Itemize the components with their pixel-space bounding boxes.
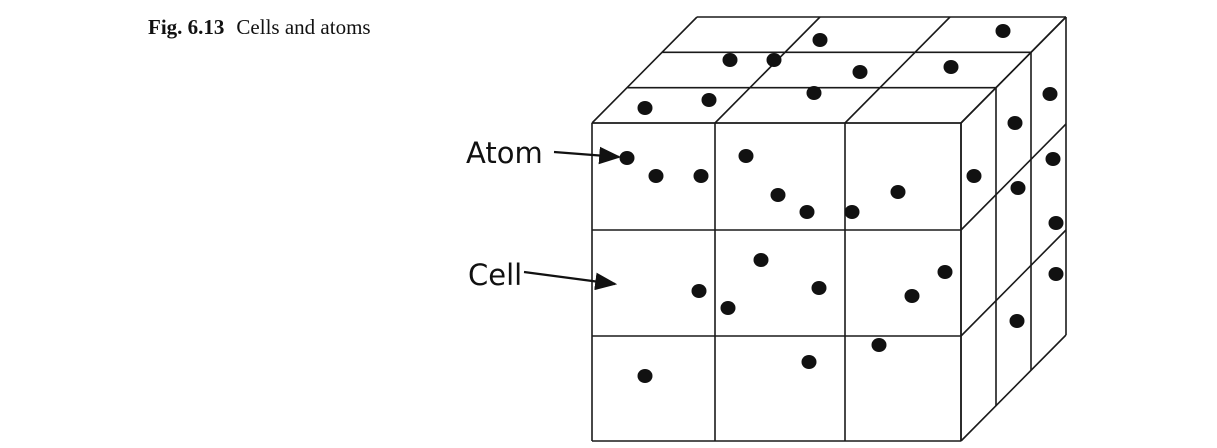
atom-dot [722, 53, 738, 67]
atom-dot [637, 101, 653, 115]
atom-dot [766, 53, 782, 67]
atom-dot [693, 169, 709, 183]
atom-dot [1048, 267, 1064, 281]
cell-arrow [523, 270, 618, 291]
atom-dot [1048, 216, 1064, 230]
atom-dot [648, 169, 664, 183]
atom-arrow [553, 146, 622, 165]
atom-dot [890, 185, 906, 199]
atom-label: Atom [466, 136, 543, 170]
cube-grid [591, 16, 1067, 442]
atom-dot [812, 33, 828, 47]
atom-dot [1010, 181, 1026, 195]
atom-dot [937, 265, 953, 279]
atom-dot [701, 93, 717, 107]
atom-dot [691, 284, 707, 298]
atom-dot [966, 169, 982, 183]
top-receding-line [591, 16, 698, 124]
side-receding-line [960, 123, 1067, 231]
side-receding-line [960, 334, 1067, 442]
atom-dot [995, 24, 1011, 38]
atom-dot [801, 355, 817, 369]
side-receding-line [960, 229, 1067, 337]
atom-dot [871, 338, 887, 352]
atom-dot [799, 205, 815, 219]
atom-dot [720, 301, 736, 315]
atom-dot [844, 205, 860, 219]
cell-label: Cell [468, 258, 522, 292]
figure-title: Cells and atoms [236, 15, 371, 39]
atom-dot [811, 281, 827, 295]
atom-dot [1042, 87, 1058, 101]
atom-dot [904, 289, 920, 303]
atom-dot [1045, 152, 1061, 166]
atom-dot [943, 60, 959, 74]
atom-dot [1007, 116, 1023, 130]
atom-dot [770, 188, 786, 202]
figure-number: Fig. 6.13 [148, 15, 225, 39]
atom-dot [806, 86, 822, 100]
top-receding-line [714, 16, 821, 124]
atom-dot [753, 253, 769, 267]
side-receding-line [960, 16, 1067, 124]
atoms-group [619, 24, 1064, 383]
atom-dot [637, 369, 653, 383]
atom-dot [619, 151, 635, 165]
atom-dot [852, 65, 868, 79]
figure-caption: Fig. 6.13 Cells and atoms [148, 14, 371, 40]
atom-dot [738, 149, 754, 163]
top-receding-line [844, 16, 951, 124]
atom-dot [1009, 314, 1025, 328]
